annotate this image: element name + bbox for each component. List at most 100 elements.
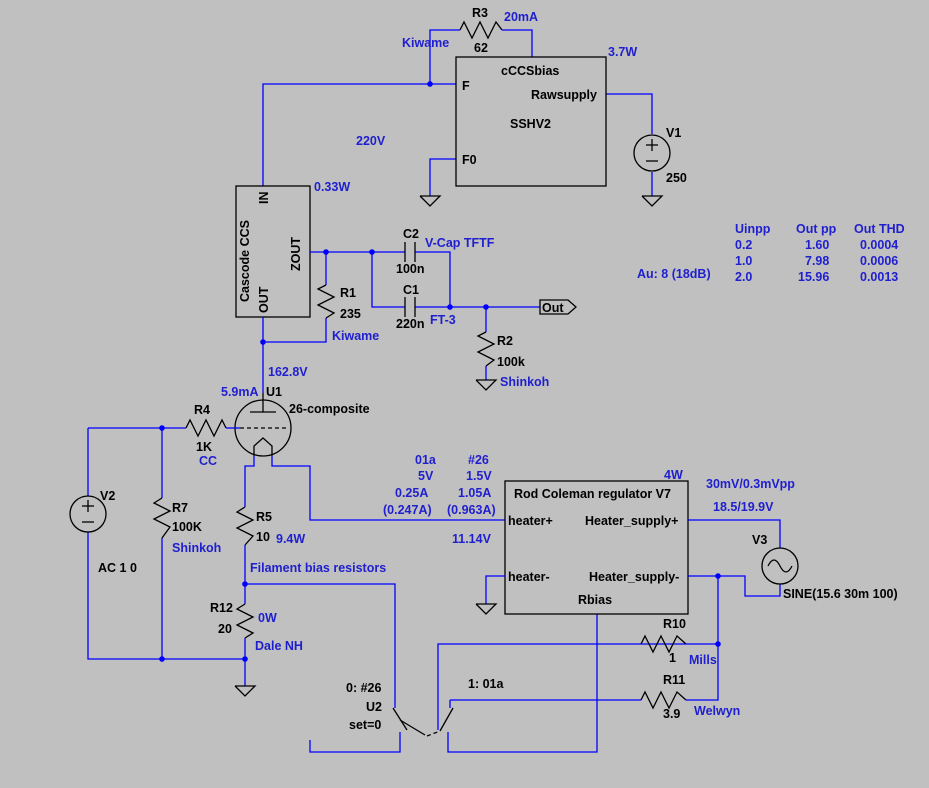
- r5-power: 9.4W: [276, 532, 305, 546]
- sshv2-pin-f0: F0: [462, 153, 477, 167]
- r7-resistor: [152, 497, 172, 539]
- u1-tube: [234, 393, 292, 457]
- rcreg-wires: [485, 519, 781, 701]
- tube-param: (0.963A): [447, 503, 496, 517]
- rcreg-pin-rbias: Rbias: [578, 593, 612, 607]
- v1-ref: V1: [666, 126, 681, 140]
- v2-ref: V2: [100, 489, 115, 503]
- table-cell: 0.0013: [860, 270, 898, 284]
- c2-ref: C2: [403, 227, 419, 241]
- rcreg-power: 4W: [664, 468, 683, 482]
- r7-value: 100K: [172, 520, 202, 534]
- tube-param: 1.05A: [458, 486, 491, 500]
- c2-type: V-Cap TFTF: [425, 236, 495, 250]
- r10-resistor: [640, 634, 687, 654]
- ground-r2: [475, 379, 498, 391]
- table-cell: 15.96: [798, 270, 829, 284]
- r3-brand: Kiwame: [402, 36, 449, 50]
- r12-power: 0W: [258, 611, 277, 625]
- r12-value: 20: [218, 622, 232, 636]
- ground-f0: [419, 195, 442, 207]
- ground-v1: [641, 195, 664, 207]
- r1-ref: R1: [340, 286, 356, 300]
- sshv2-power: 3.7W: [608, 45, 637, 59]
- r1-value: 235: [340, 307, 361, 321]
- ccs-pin-in: IN: [257, 192, 271, 205]
- r11-ref: R11: [663, 673, 685, 687]
- v3-source: [761, 547, 799, 585]
- rcreg-pin-hm: heater-: [508, 570, 550, 584]
- table-header-2: Out pp: [796, 222, 837, 236]
- r3-current: 20mA: [504, 10, 538, 24]
- table-cell: 1.60: [805, 238, 829, 252]
- sshv2-pin-top: cCCSbias: [501, 64, 559, 78]
- v1-value: 250: [666, 171, 687, 185]
- c2-value: 100n: [396, 262, 425, 276]
- rcreg-pin-hp: heater+: [508, 514, 553, 528]
- sshv2-name: SSHV2: [510, 117, 551, 131]
- c1-capacitor: [404, 297, 416, 317]
- grid-wires: [87, 427, 245, 660]
- c1-type: FT-3: [430, 313, 456, 327]
- sshv2-pin-raw: Rawsupply: [531, 88, 597, 102]
- r11-brand: Welwyn: [694, 704, 740, 718]
- r1-brand: Kiwame: [332, 329, 379, 343]
- tube-param: #26: [468, 453, 489, 467]
- r12-brand: Dale NH: [255, 639, 303, 653]
- out-flag: [539, 299, 577, 315]
- table-cell: 2.0: [735, 270, 752, 284]
- table-cell: 0.2: [735, 238, 752, 252]
- top-wires: [262, 29, 653, 196]
- v3-ref: V3: [752, 533, 767, 547]
- gain-label: Au: 8 (18dB): [637, 267, 711, 281]
- u2-pos1: 1: 01a: [468, 677, 504, 691]
- ccs-name: Cascode CCS: [238, 220, 252, 302]
- tube-param: 01a: [415, 453, 437, 467]
- rcreg-pin-sp: Heater_supply+: [585, 514, 678, 528]
- u1-plate-voltage: 162.8V: [268, 365, 308, 379]
- r2-ref: R2: [497, 334, 513, 348]
- table-header-1: Uinpp: [735, 222, 771, 236]
- rcreg-box: [504, 480, 689, 615]
- filament-wires: [244, 456, 505, 700]
- c1-ref: C1: [403, 283, 419, 297]
- u1-name: 26-composite: [289, 402, 370, 416]
- ccs-power: 0.33W: [314, 180, 350, 194]
- voltage-220: 220V: [356, 134, 386, 148]
- u2-pos0: 0: #26: [346, 681, 381, 695]
- r2-resistor: [476, 331, 496, 367]
- r2-brand: Shinkoh: [500, 375, 549, 389]
- r7-ref: R7: [172, 501, 188, 515]
- r4-ref: R4: [194, 403, 210, 417]
- rcreg-name: Rod Coleman regulator V7: [514, 487, 671, 501]
- ccs-wires: [262, 251, 540, 393]
- supply-voltage: 18.5/19.9V: [713, 500, 774, 514]
- ripple-label: 30mV/0.3mVpp: [706, 477, 795, 491]
- u1-ref: U1: [266, 385, 282, 399]
- u1-current: 5.9mA: [221, 385, 259, 399]
- table-cell: 0.0004: [860, 238, 898, 252]
- r4-resistor: [185, 418, 227, 438]
- c1-value: 220n: [396, 317, 425, 331]
- v2-value: AC 1 0: [98, 561, 137, 575]
- c2-capacitor: [404, 242, 416, 262]
- r11-value: 3.9: [663, 707, 680, 721]
- r1-resistor: [316, 284, 336, 319]
- v2-source: [69, 495, 107, 533]
- r11-resistor: [640, 690, 687, 710]
- u2-set: set=0: [349, 718, 381, 732]
- table-cell: 7.98: [805, 254, 829, 268]
- sshv2-box: [455, 56, 607, 187]
- r4-brand: CC: [199, 454, 217, 468]
- ground-r12: [234, 685, 257, 697]
- r4-value: 1K: [196, 440, 212, 454]
- out-label: Out: [542, 301, 564, 315]
- sshv2-pin-f: F: [462, 79, 470, 93]
- r7-brand: Shinkoh: [172, 541, 221, 555]
- r5-value: 10: [256, 530, 270, 544]
- u2-ref: U2: [366, 700, 382, 714]
- rcreg-pin-sm: Heater_supply-: [589, 570, 679, 584]
- filament-bias-label: Filament bias resistors: [250, 561, 386, 575]
- heater-voltage: 11.14V: [452, 532, 492, 546]
